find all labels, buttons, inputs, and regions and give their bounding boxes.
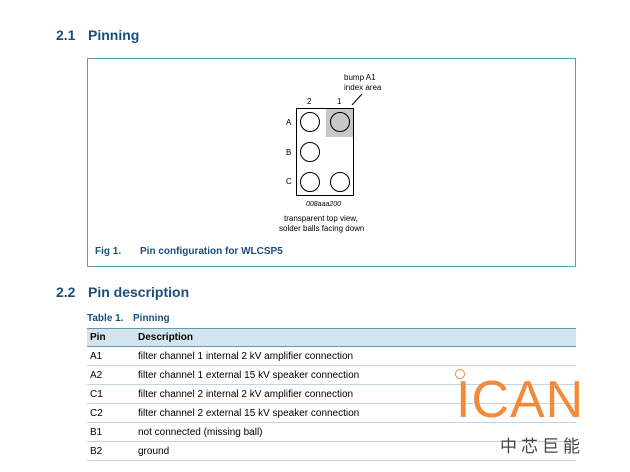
pinning-table: Pin Description A1 filter channel 1 inte… <box>87 328 576 461</box>
callout-arrow-icon <box>351 93 363 106</box>
section-heading-pin-description: 2.2 Pin description <box>56 284 189 300</box>
watermark-brand: ICAN <box>456 371 585 429</box>
table-row: A2 filter channel 1 external 15 kV speak… <box>87 365 576 385</box>
row-label-c: C <box>286 177 292 186</box>
figure-caption-text: Pin configuration for WLCSP5 <box>140 246 283 257</box>
pin-cell: C2 <box>87 403 135 423</box>
figure-box <box>87 58 576 267</box>
column-label-2: 2 <box>307 97 312 106</box>
ball-a2 <box>300 112 320 132</box>
watermark-dot-icon <box>455 369 465 379</box>
column-label-1: 1 <box>337 97 342 106</box>
section-title: Pin description <box>88 284 190 300</box>
table-title: Table 1. Pinning <box>87 313 170 324</box>
callout-line-1: bump A1 <box>344 73 376 82</box>
section-number: 2.2 <box>56 284 76 300</box>
package-outline <box>296 108 354 196</box>
table-row: A1 filter channel 1 internal 2 kV amplif… <box>87 346 576 366</box>
section-title: Pinning <box>88 27 140 43</box>
table-row: C1 filter channel 2 internal 2 kV amplif… <box>87 384 576 404</box>
table-title-text: Pinning <box>133 313 170 324</box>
description-cell: filter channel 1 internal 2 kV amplifier… <box>135 346 576 366</box>
pin-cell: A2 <box>87 365 135 385</box>
watermark-subtitle: 中芯巨能 <box>500 437 584 457</box>
description-cell: not connected (missing ball) <box>135 422 576 442</box>
figure-caption: Fig 1. Pin configuration for WLCSP5 <box>95 246 283 257</box>
description-cell: filter channel 2 external 15 kV speaker … <box>135 403 576 423</box>
description-cell: ground <box>135 441 576 461</box>
header-pin: Pin <box>87 328 135 347</box>
pin-cell: B1 <box>87 422 135 442</box>
ball-a1 <box>330 112 350 132</box>
figure-ref-code: 008aaa200 <box>306 201 342 208</box>
table-row: B2 ground <box>87 441 576 461</box>
table-row: B1 not connected (missing ball) <box>87 422 576 442</box>
row-label-b: B <box>286 148 292 157</box>
pin-cell: A1 <box>87 346 135 366</box>
header-description: Description <box>135 328 576 347</box>
table-header-row: Pin Description <box>87 328 576 347</box>
view-note-line-1: transparent top view, <box>284 214 358 223</box>
callout-line-2: index area <box>344 83 382 92</box>
row-label-a: A <box>286 118 292 127</box>
description-cell: filter channel 2 internal 2 kV amplifier… <box>135 384 576 404</box>
ball-c2 <box>300 172 320 192</box>
section-number: 2.1 <box>56 27 76 43</box>
pin-cell: B2 <box>87 441 135 461</box>
view-note-line-2: solder balls facing down <box>279 224 365 233</box>
figure-caption-label: Fig 1. <box>95 246 122 257</box>
table-label: Table 1. <box>87 313 124 324</box>
table-row: C2 filter channel 2 external 15 kV speak… <box>87 403 576 423</box>
ball-c1 <box>330 172 350 192</box>
description-cell: filter channel 1 external 15 kV speaker … <box>135 365 576 385</box>
ball-b2 <box>300 142 320 162</box>
section-heading-pinning: 2.1 Pinning <box>56 27 139 43</box>
pin-cell: C1 <box>87 384 135 404</box>
